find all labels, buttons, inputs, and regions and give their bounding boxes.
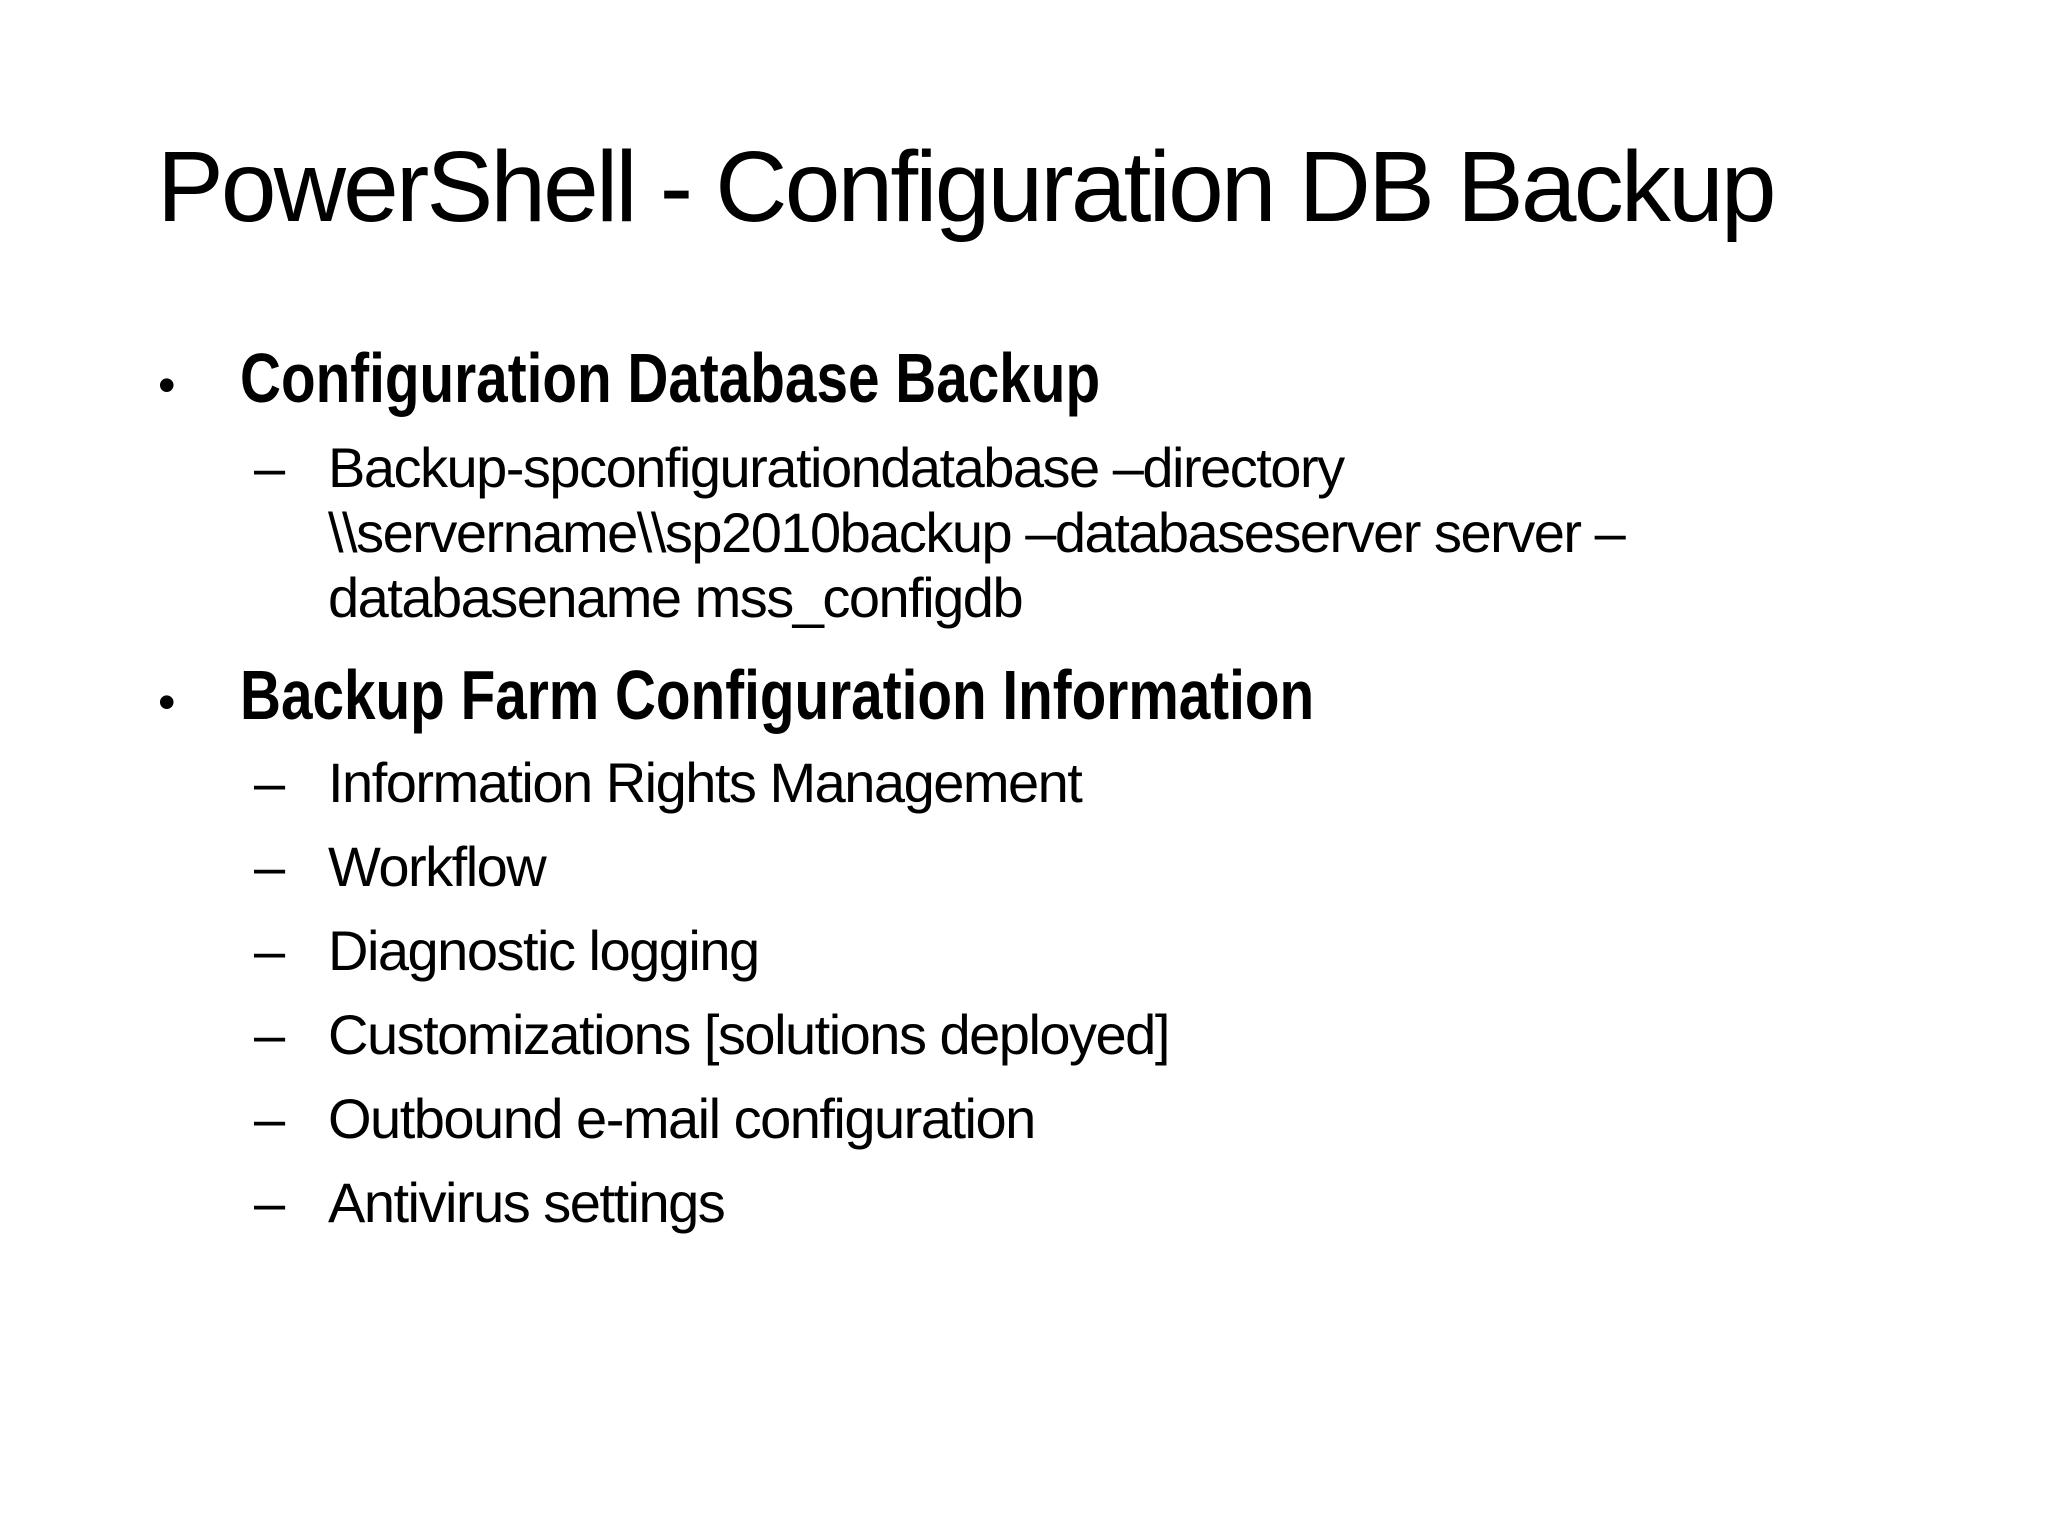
dash-bullet-icon: – [254, 751, 286, 814]
list-item-customizations: – Customizations [solutions deployed] [0, 1002, 2048, 1067]
bullet-item-backup-farm-configuration: • Backup Farm Configuration Information [0, 656, 2048, 741]
command-line-2: \\servername\\sp2010backup –databaseserv… [328, 501, 1626, 564]
bullet-item-label: Backup Farm Configuration Information [240, 656, 1315, 734]
dash-bullet-icon: – [254, 1087, 286, 1150]
bullet-icon: • [158, 674, 176, 730]
list-item-antivirus-settings: – Antivirus settings [0, 1170, 2048, 1235]
dash-bullet-icon: – [254, 835, 286, 898]
command-line-3: databasename mss_configdb [328, 566, 1024, 629]
bullet-item-configuration-database-backup: • Configuration Database Backup [0, 339, 2048, 424]
list-item-label: Customizations [solutions deployed] [328, 1003, 1170, 1066]
list-item-label: Workflow [328, 835, 547, 898]
list-item-information-rights-management: – Information Rights Management [0, 750, 2048, 815]
bullet-item-label: Configuration Database Backup [240, 339, 1101, 417]
dash-bullet-icon: – [254, 436, 286, 499]
command-sub-item: – Backup-spconfigurationdatabase –direct… [0, 435, 2048, 630]
command-line-1: Backup-spconfigurationdatabase –director… [328, 436, 1345, 499]
command-text: Backup-spconfigurationdatabase –director… [328, 435, 1626, 630]
dash-bullet-icon: – [254, 1003, 286, 1066]
list-item-outbound-email: – Outbound e-mail configuration [0, 1086, 2048, 1151]
list-item-label: Antivirus settings [328, 1171, 726, 1234]
bullet-icon: • [158, 357, 176, 413]
list-item-label: Information Rights Management [328, 751, 1083, 814]
list-item-diagnostic-logging: – Diagnostic logging [0, 918, 2048, 983]
list-item-label: Diagnostic logging [328, 919, 760, 982]
dash-bullet-icon: – [254, 1171, 286, 1234]
list-item-label: Outbound e-mail configuration [328, 1087, 1036, 1150]
slide-title: PowerShell - Configuration DB Backup [157, 131, 1777, 243]
list-item-workflow: – Workflow [0, 834, 2048, 899]
dash-bullet-icon: – [254, 919, 286, 982]
